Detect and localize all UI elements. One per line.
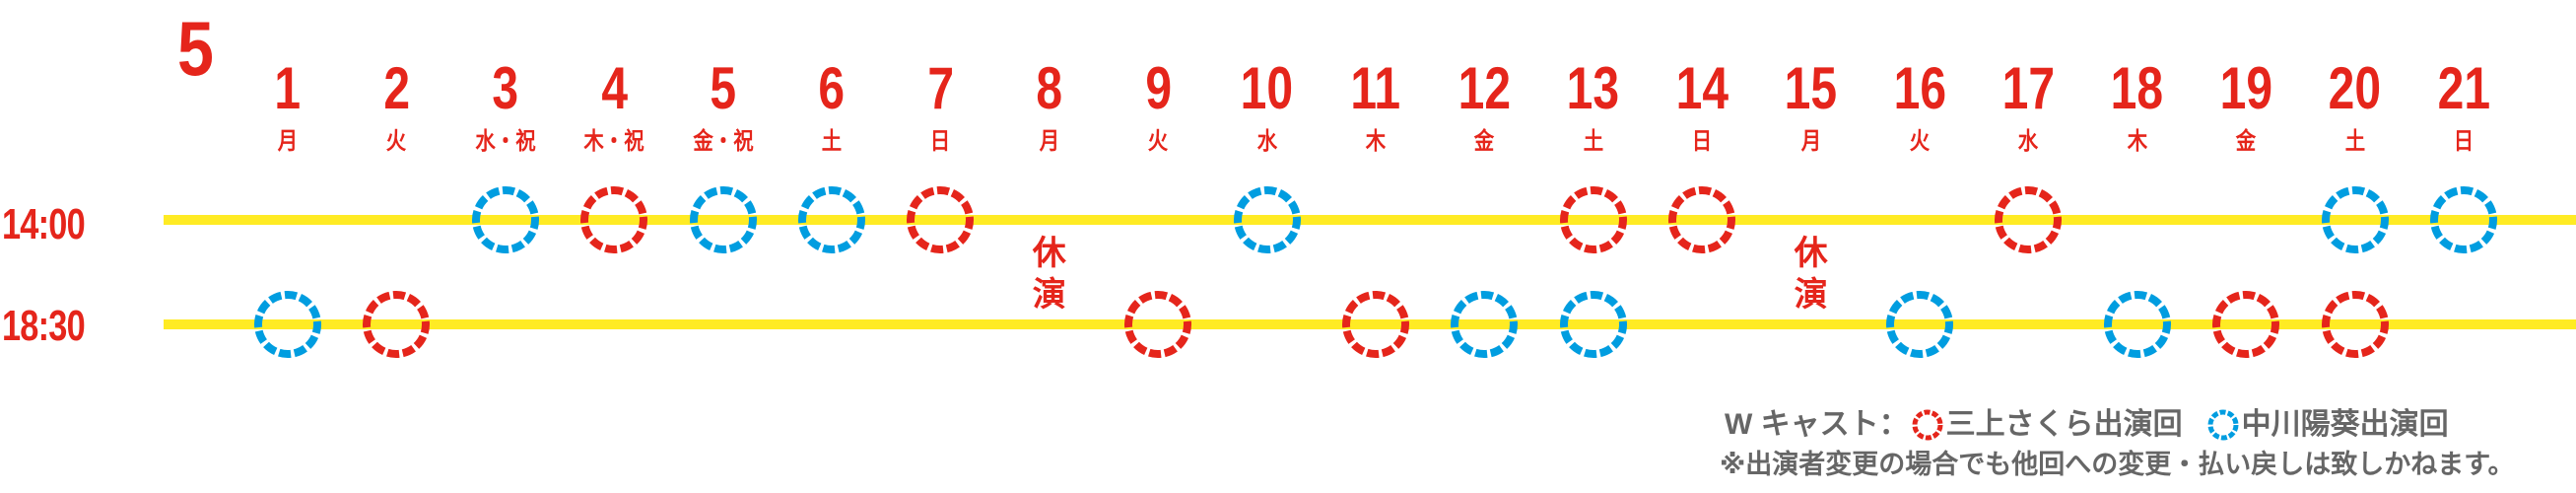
performance-marker-1400-red xyxy=(1559,186,1627,253)
performance-marker-1400-red xyxy=(907,186,975,253)
day-number: 5 xyxy=(710,55,736,121)
day-number: 8 xyxy=(1036,55,1063,121)
performance-marker-1830-blue xyxy=(1886,291,1953,358)
performance-marker-1400-blue xyxy=(798,186,865,253)
no-performance-label: 休演 xyxy=(1794,235,1828,314)
day-number: 4 xyxy=(600,55,628,121)
performance-marker-1830-red xyxy=(2321,291,2389,358)
performance-marker-1400-blue xyxy=(689,186,757,253)
performance-marker-1400-blue xyxy=(1233,186,1301,253)
day-number: 3 xyxy=(492,55,519,121)
day-of-week: 火 xyxy=(1147,128,1169,155)
performance-marker-1400-red xyxy=(580,186,648,253)
day-number: 12 xyxy=(1457,55,1512,121)
day-of-week: 木 xyxy=(2127,128,2147,155)
performance-marker-1400-red xyxy=(1995,186,2063,253)
day-of-week: 水 xyxy=(1256,128,1277,155)
time-label-1830: 18:30 xyxy=(2,302,86,350)
day-number: 21 xyxy=(2437,55,2490,121)
day-of-week: 金 xyxy=(2235,128,2257,155)
day-number: 14 xyxy=(1675,55,1729,121)
legend-prefix: W キャスト： xyxy=(1725,408,1909,441)
legend-red-label: 三上さくら出演回 xyxy=(1945,408,2183,441)
day-of-week: 月 xyxy=(1039,128,1059,155)
day-number: 10 xyxy=(1240,55,1294,121)
performance-marker-1830-blue xyxy=(1559,291,1627,358)
day-number: 7 xyxy=(927,55,954,121)
day-of-week: 水・祝 xyxy=(475,128,536,155)
day-of-week: 水 xyxy=(2018,128,2039,155)
day-of-week: 月 xyxy=(277,128,299,155)
day-number: 18 xyxy=(2111,55,2164,121)
time-label-1400: 14:00 xyxy=(2,200,86,248)
day-of-week: 日 xyxy=(2453,128,2474,155)
performance-marker-1830-blue xyxy=(2103,291,2171,358)
day-of-week: 土 xyxy=(1583,128,1603,155)
no-performance-label: 休演 xyxy=(1032,235,1066,314)
blue-circle-icon xyxy=(2207,409,2239,441)
day-of-week: 火 xyxy=(386,128,407,155)
legend-blue-label: 中川陽葵出演回 xyxy=(2241,408,2449,441)
performance-marker-1830-red xyxy=(1342,291,1409,358)
performance-marker-1830-blue xyxy=(254,291,321,358)
day-number: 19 xyxy=(2219,55,2272,121)
day-number: 16 xyxy=(1893,55,1946,121)
day-number: 2 xyxy=(383,55,410,121)
performance-marker-1400-blue xyxy=(471,186,539,253)
day-of-week: 月 xyxy=(1800,128,1821,155)
day-number: 9 xyxy=(1144,55,1172,121)
performance-marker-1830-red xyxy=(2212,291,2280,358)
day-of-week: 土 xyxy=(2344,128,2365,155)
day-of-week: 日 xyxy=(930,128,951,155)
day-of-week: 木・祝 xyxy=(583,128,644,155)
day-number: 15 xyxy=(1784,55,1838,121)
performance-marker-1400-blue xyxy=(2430,186,2497,253)
day-number: 1 xyxy=(274,55,302,121)
day-number: 17 xyxy=(2001,55,2056,121)
disclaimer-note: ※出演者変更の場合でも他回への変更・払い戻しは致しかねます。 xyxy=(1720,450,2515,479)
timeline-1830 xyxy=(164,319,2576,329)
red-circle-icon xyxy=(1912,409,1943,441)
performance-marker-1400-blue xyxy=(2321,186,2389,253)
day-number: 6 xyxy=(818,55,846,121)
day-of-week: 日 xyxy=(1691,128,1713,155)
day-number: 20 xyxy=(2328,55,2382,121)
day-of-week: 金・祝 xyxy=(692,128,754,155)
day-of-week: 火 xyxy=(1909,128,1931,155)
day-number: 13 xyxy=(1567,55,1620,121)
timeline-1400 xyxy=(164,215,2576,225)
performance-marker-1830-blue xyxy=(1451,291,1519,358)
day-number: 11 xyxy=(1350,55,1401,121)
month-label: 5 xyxy=(177,5,214,92)
performance-marker-1400-red xyxy=(1668,186,1736,253)
performance-marker-1830-red xyxy=(363,291,431,358)
legend: W キャスト： 三上さくら出演回 中川陽葵出演回 xyxy=(1725,408,2449,442)
day-of-week: 木 xyxy=(1365,128,1387,155)
day-of-week: 土 xyxy=(821,128,843,155)
performance-marker-1830-red xyxy=(1124,291,1192,358)
day-of-week: 金 xyxy=(1474,128,1495,155)
